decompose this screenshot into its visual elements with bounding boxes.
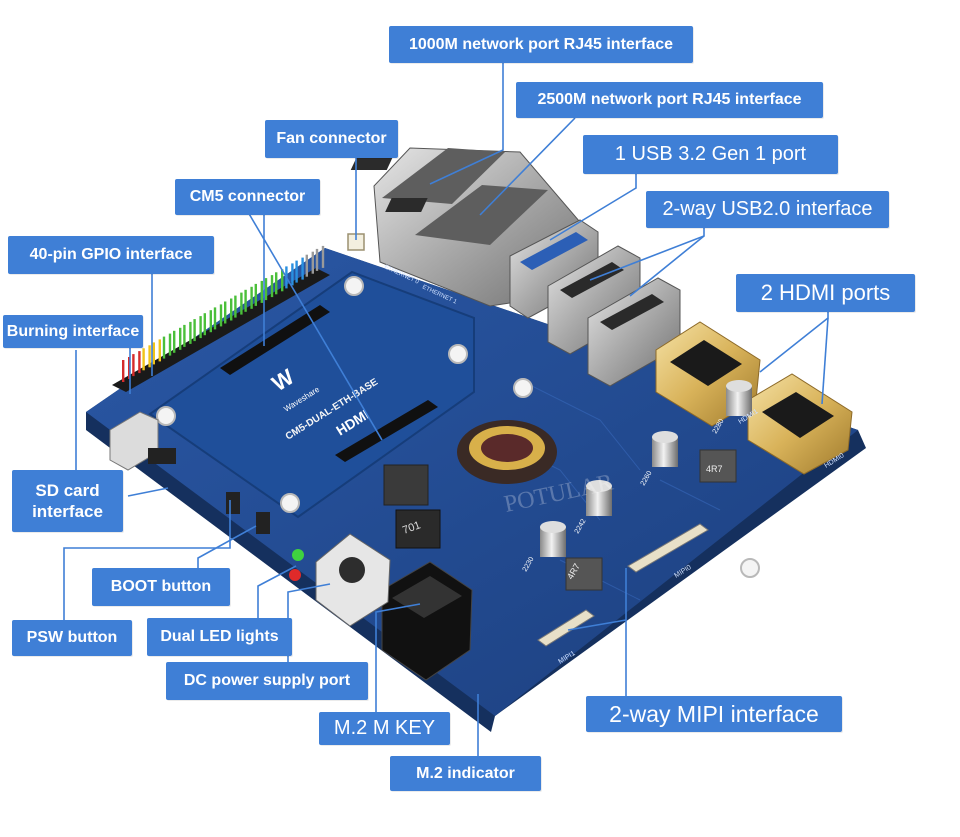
mipi-connectors bbox=[537, 523, 709, 647]
gpio-pin bbox=[234, 295, 237, 318]
label-m2-indicator: M.2 indicator bbox=[390, 756, 541, 791]
gpio-pin bbox=[244, 289, 247, 312]
gpio-pin bbox=[230, 298, 233, 321]
gpio-pin bbox=[158, 339, 161, 362]
label-sd-card: SD card interface bbox=[12, 470, 123, 532]
label-rj45-2500m: 2500M network port RJ45 interface bbox=[516, 82, 823, 118]
gpio-pin bbox=[209, 310, 212, 333]
leader-led bbox=[257, 565, 297, 618]
label-boot-button: BOOT button bbox=[92, 568, 230, 606]
gpio-pin bbox=[132, 354, 135, 377]
leader-rj45-2500m bbox=[479, 117, 576, 216]
m2-standoffs bbox=[540, 380, 752, 557]
gpio-pin bbox=[138, 351, 141, 374]
inductors bbox=[383, 449, 737, 591]
leader-cm5-b bbox=[247, 211, 383, 441]
gpio-pin bbox=[122, 360, 125, 382]
cm5-carrier-area bbox=[148, 270, 475, 519]
gpio-pin bbox=[321, 245, 325, 268]
leader-mipi-b bbox=[567, 619, 627, 631]
usb20-ports bbox=[547, 245, 681, 387]
leader-hdmi-b bbox=[821, 317, 829, 405]
gpio-pin bbox=[168, 333, 172, 356]
leader-psw bbox=[63, 500, 231, 620]
label-burning: Burning interface bbox=[3, 315, 143, 348]
label-sd-card-line1: SD card bbox=[35, 480, 100, 500]
leader-sd-b bbox=[127, 487, 169, 497]
gpio-pin bbox=[189, 321, 192, 344]
gpio-pin bbox=[213, 307, 217, 330]
gpio-pin bbox=[162, 336, 166, 359]
gpio-pin bbox=[295, 260, 298, 283]
gpio-pin bbox=[179, 327, 182, 350]
side-components bbox=[109, 411, 270, 534]
gpio-pin bbox=[219, 304, 223, 327]
gpio-pin bbox=[148, 345, 151, 368]
label-usb20: 2-way USB2.0 interface bbox=[646, 191, 889, 228]
inductor-701-print: 701 bbox=[401, 519, 422, 537]
leader-lines bbox=[63, 63, 829, 756]
cm5-connector-shapes bbox=[220, 305, 438, 462]
label-mipi: 2-way MIPI interface bbox=[586, 696, 842, 732]
gpio-pin bbox=[260, 280, 263, 303]
mounting-holes bbox=[156, 276, 760, 578]
gpio-pin bbox=[270, 275, 274, 298]
label-psw-button: PSW button bbox=[12, 620, 132, 656]
gpio-pin bbox=[254, 283, 257, 306]
label-rj45-1000m: 1000M network port RJ45 interface bbox=[389, 26, 693, 63]
leader-boot bbox=[197, 525, 257, 568]
leader-usb32 bbox=[549, 174, 637, 241]
gpio-pin bbox=[193, 319, 196, 342]
leader-hdmi bbox=[759, 312, 829, 373]
label-cm5-connector: CM5 connector bbox=[175, 179, 320, 215]
gpio-pin bbox=[301, 257, 304, 280]
gpio-pin bbox=[240, 292, 243, 315]
label-m2-mkey: M.2 M KEY bbox=[319, 712, 450, 745]
label-usb32: 1 USB 3.2 Gen 1 port bbox=[583, 135, 838, 174]
dc-jack bbox=[315, 533, 391, 627]
label-dual-led: Dual LED lights bbox=[147, 618, 292, 656]
gpio-pin bbox=[199, 316, 202, 339]
label-hdmi: 2 HDMI ports bbox=[736, 274, 915, 312]
gpio-pin bbox=[291, 263, 294, 286]
gpio-pin bbox=[173, 330, 176, 353]
gpio-pin bbox=[142, 348, 145, 371]
gpio-pin bbox=[203, 313, 206, 336]
label-dc-power: DC power supply port bbox=[166, 662, 368, 700]
leader-rj45-1000m bbox=[429, 63, 504, 185]
leader-m2 bbox=[375, 603, 421, 712]
gpio-pin bbox=[264, 278, 268, 301]
inductor-4r7-b-print: 4R7 bbox=[706, 464, 723, 474]
label-gpio: 40-pin GPIO interface bbox=[8, 236, 214, 274]
rtc-battery-holder bbox=[457, 420, 557, 484]
gpio-pin bbox=[275, 272, 278, 295]
dual-leds bbox=[289, 549, 304, 581]
label-fan-connector: Fan connector bbox=[265, 120, 398, 158]
gpio-pin bbox=[315, 248, 319, 271]
gpio-pin bbox=[224, 301, 227, 324]
label-sd-card-line2: interface bbox=[32, 502, 103, 521]
gpio-pin bbox=[250, 286, 253, 309]
m2-slot bbox=[381, 561, 473, 681]
gpio-pin bbox=[183, 324, 186, 347]
gpio-pin bbox=[311, 251, 314, 274]
gpio-pin bbox=[305, 254, 308, 277]
leader-usb20-b bbox=[629, 235, 705, 297]
gpio-pin bbox=[152, 342, 155, 365]
gpio-pin bbox=[281, 269, 284, 292]
